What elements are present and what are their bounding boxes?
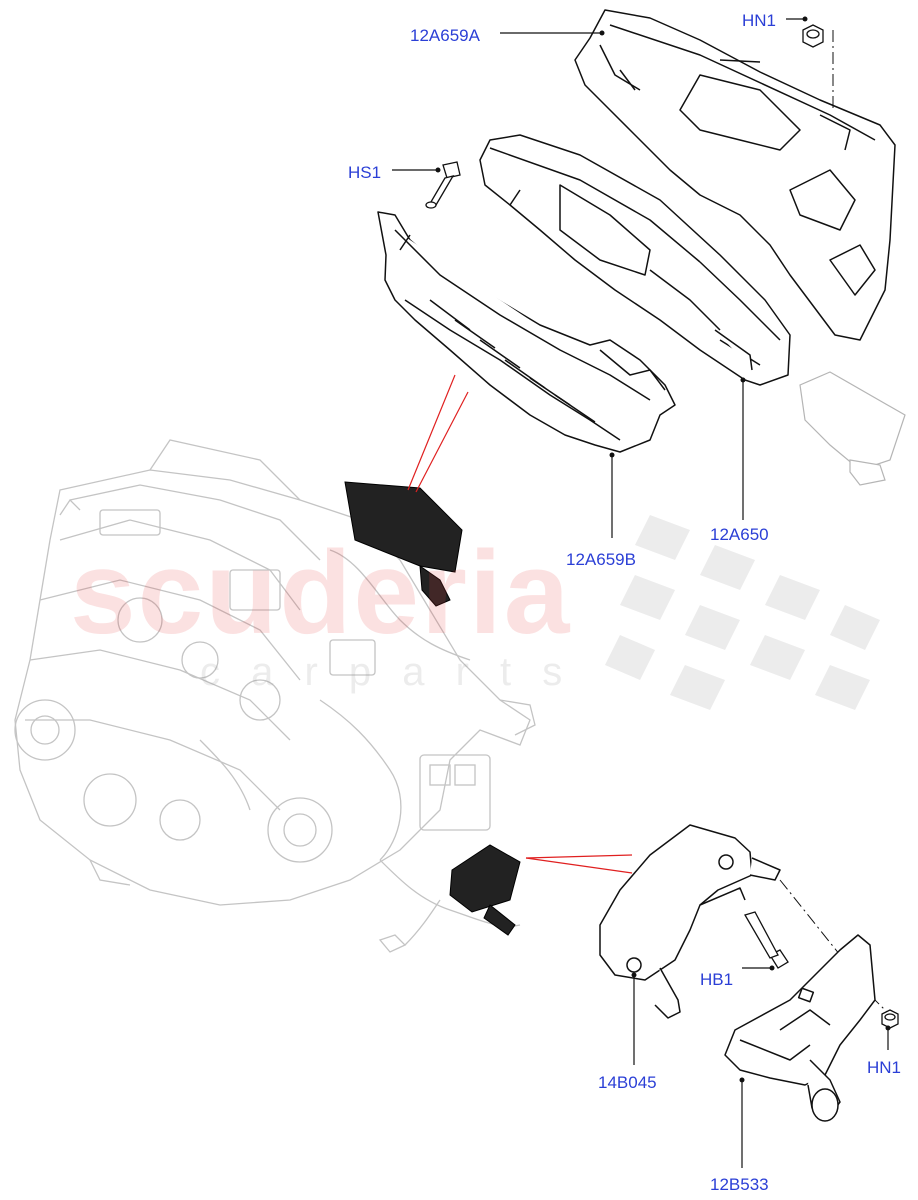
callout-12b533: 12B533 xyxy=(710,1175,769,1194)
leader-lines xyxy=(392,18,889,1168)
watermark-sub: c a r p a r t s xyxy=(200,650,573,694)
bolt-hs1 xyxy=(425,161,461,209)
leader-dots xyxy=(435,16,891,1083)
callout-hn1-bottom: HN1 xyxy=(867,1058,902,1077)
pointer-lines xyxy=(407,374,633,874)
lower-tray-12a659b xyxy=(377,211,676,453)
callout-14b045: 14B045 xyxy=(598,1073,657,1092)
module-12b533 xyxy=(724,934,876,1122)
callout-12a659a: 12A659A xyxy=(410,26,480,45)
callout-hn1-top: HN1 xyxy=(742,11,777,30)
nut-hn1-top xyxy=(802,24,824,48)
callout-12a659b: 12A659B xyxy=(566,550,636,569)
engine-module-location xyxy=(449,844,521,936)
upper-cover-12a659a xyxy=(574,9,896,341)
control-module-12a650 xyxy=(479,134,791,386)
callout-12a650: 12A650 xyxy=(710,525,769,544)
engine-ecm-location xyxy=(344,481,463,607)
bracket-14b045 xyxy=(599,824,781,1019)
ghost-part xyxy=(799,371,906,486)
engine-assembly xyxy=(14,439,536,953)
checker-watermark xyxy=(605,515,880,710)
callout-hs1: HS1 xyxy=(348,163,382,182)
callout-hb1: HB1 xyxy=(700,970,734,989)
watermark-brand: scuderia xyxy=(70,527,572,659)
nut-hn1-bottom xyxy=(881,1009,899,1029)
bolt-hb1 xyxy=(744,911,789,969)
